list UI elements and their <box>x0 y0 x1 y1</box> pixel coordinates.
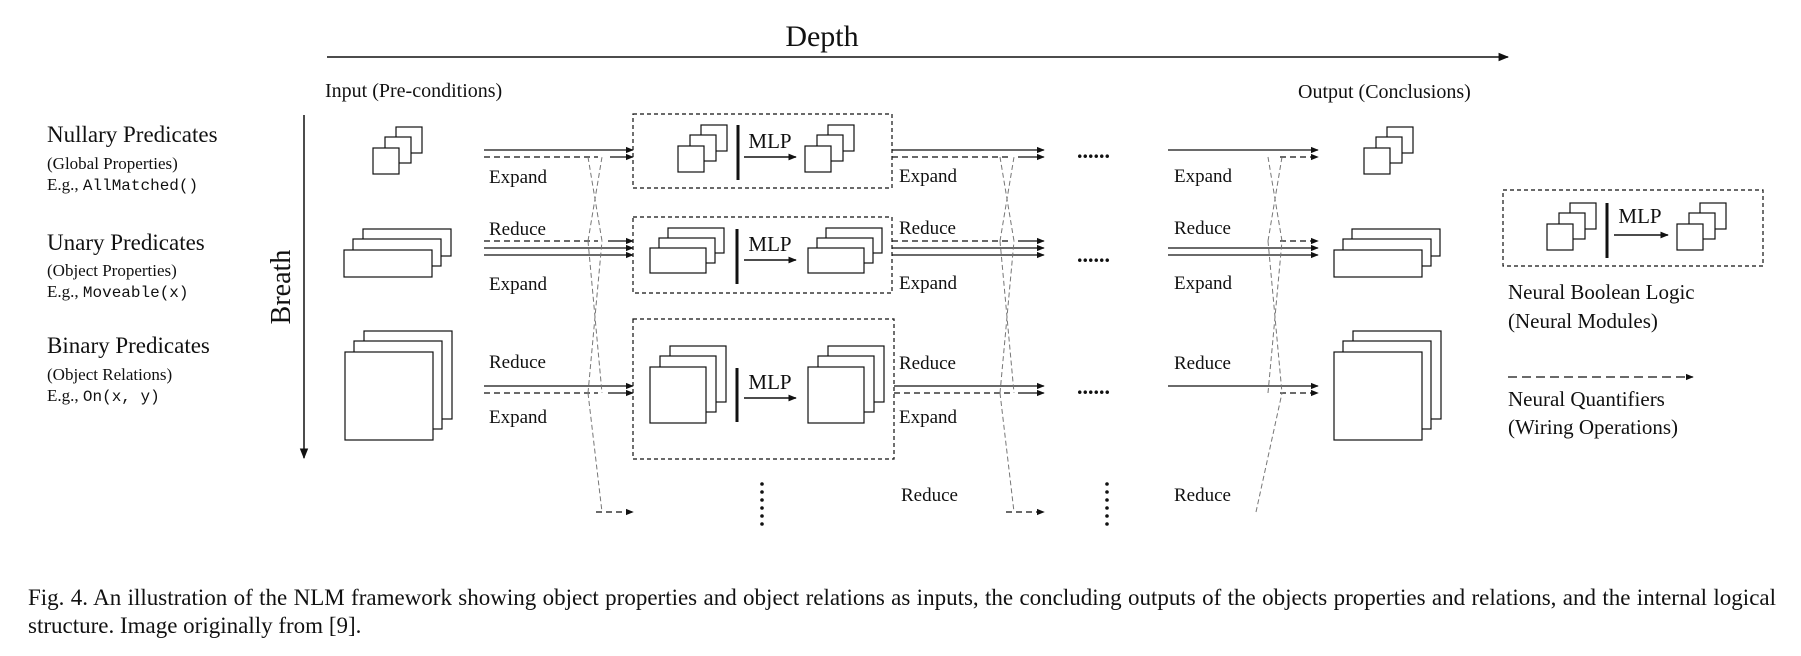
expand-label: Expand <box>489 407 548 428</box>
expand-label: Expand <box>899 166 958 187</box>
predicate-example: E.g., AllMatched() <box>47 175 198 195</box>
legend-neural-module: MLP <box>1502 189 1764 267</box>
wiring-arrows <box>484 146 1319 516</box>
predicate-subtitle: (Object Properties) <box>47 261 177 280</box>
input-label: Input (Pre-conditions) <box>325 80 502 102</box>
reduce-label: Reduce <box>1174 485 1231 506</box>
predicate-title: Binary Predicates <box>47 333 210 358</box>
mlp-label: MLP <box>748 129 791 153</box>
reduce-label: Reduce <box>489 219 546 240</box>
input-unary-stack <box>343 228 452 278</box>
reduce-label: Reduce <box>901 485 958 506</box>
mlp-label: MLP <box>748 370 791 394</box>
legend-quantifier-subtitle: (Wiring Operations) <box>1508 415 1678 439</box>
predicate-subtitle: (Object Relations) <box>47 365 172 384</box>
mlp-label: MLP <box>748 232 791 256</box>
input-binary-stack <box>344 330 453 441</box>
predicate-example: E.g., Moveable(x) <box>47 282 189 302</box>
predicate-binary: Binary Predicates (Object Relations) E.g… <box>47 333 210 406</box>
expand-label: Expand <box>899 273 958 294</box>
predicate-unary: Unary Predicates (Object Properties) E.g… <box>47 230 205 302</box>
predicate-example: E.g., On(x, y) <box>47 386 160 406</box>
figure-caption: Fig. 4. An illustration of the NLM frame… <box>28 585 1776 638</box>
mlp-module-unary: MLP <box>632 216 893 294</box>
reduce-label: Reduce <box>899 353 956 374</box>
ellipsis-h: ...... <box>1077 374 1110 399</box>
output-label: Output (Conclusions) <box>1298 81 1471 103</box>
mlp-module-binary: MLP <box>632 318 895 460</box>
op-labels: Expand Reduce Expand Reduce Expand Expan… <box>489 166 1233 506</box>
mlp-module-nullary: MLP <box>632 113 893 189</box>
breath-label: Breath <box>266 250 297 325</box>
reduce-label: Reduce <box>489 352 546 373</box>
expand-label: Expand <box>1174 273 1233 294</box>
reduce-label: Reduce <box>1174 218 1231 239</box>
expand-label: Expand <box>899 407 958 428</box>
legend-quantifier-title: Neural Quantifiers <box>1508 387 1665 411</box>
predicate-subtitle: (Global Properties) <box>47 154 178 173</box>
ellipsis-vertical <box>760 482 1109 526</box>
expand-label: Expand <box>489 274 548 295</box>
reduce-label: Reduce <box>1174 353 1231 374</box>
predicate-title: Nullary Predicates <box>47 122 218 147</box>
predicate-title: Unary Predicates <box>47 230 205 255</box>
legend-boolean-subtitle: (Neural Modules) <box>1508 309 1658 333</box>
output-nullary-stack <box>1363 126 1414 175</box>
legend-boolean-title: Neural Boolean Logic <box>1508 280 1695 304</box>
input-nullary-stack <box>372 126 423 175</box>
reduce-label: Reduce <box>899 218 956 239</box>
ellipsis-h: ...... <box>1077 242 1110 267</box>
ellipsis-horizontal: ...... ...... ...... <box>1077 138 1110 399</box>
legend-mlp-label: MLP <box>1618 204 1661 228</box>
output-binary-stack <box>1333 330 1442 441</box>
depth-label: Depth <box>785 20 858 53</box>
output-unary-stack <box>1333 228 1441 278</box>
expand-label: Expand <box>1174 166 1233 187</box>
ellipsis-h: ...... <box>1077 138 1110 163</box>
expand-label: Expand <box>489 167 548 188</box>
predicate-nullary: Nullary Predicates (Global Properties) E… <box>47 122 218 195</box>
wiring-cross-lines <box>587 156 1283 513</box>
